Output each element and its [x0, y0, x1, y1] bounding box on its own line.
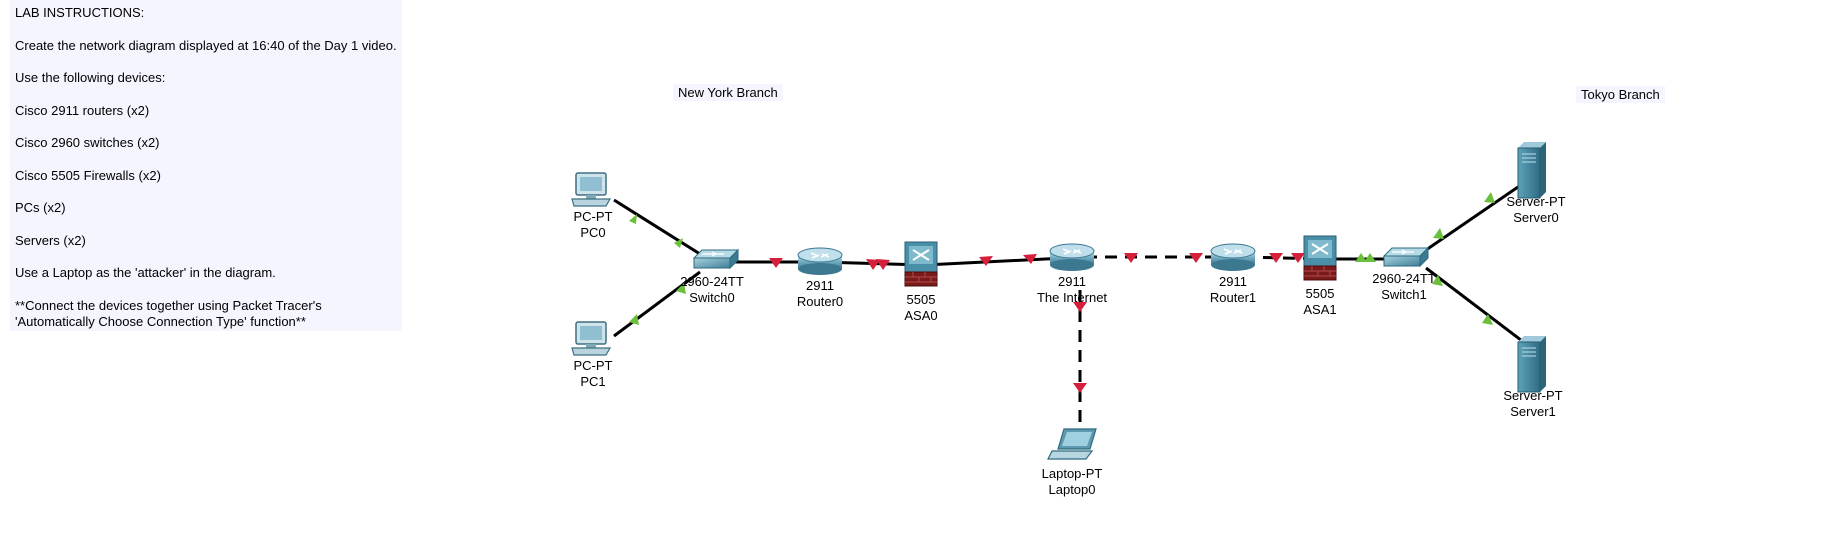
instructions-line: Cisco 5505 Firewalls (x2) — [15, 168, 161, 183]
device-name: Router0 — [797, 294, 843, 309]
link-up-indicator — [1364, 253, 1376, 262]
device-router1[interactable]: 2911 Router1 — [1210, 243, 1256, 305]
device-router0[interactable]: 2911 Router0 — [797, 247, 843, 309]
new-york-branch-label: New York Branch — [673, 84, 783, 101]
laptop-icon — [1047, 428, 1097, 460]
device-server0[interactable]: Server-PT Server0 — [1506, 141, 1566, 225]
device-name: ASA1 — [1303, 302, 1336, 317]
device-model: PC-PT — [574, 209, 613, 224]
link-switch1-server0[interactable] — [1425, 174, 1535, 252]
switch-icon — [693, 249, 739, 269]
instructions-line: Create the network diagram displayed at … — [15, 38, 397, 53]
link-down-indicator — [1189, 253, 1203, 263]
device-name: The Internet — [1037, 290, 1107, 305]
link-up-indicator — [1432, 275, 1443, 286]
link-down-indicator — [1023, 254, 1037, 264]
link-down-indicator — [1291, 253, 1305, 263]
link-up-indicator — [1482, 314, 1493, 325]
device-asa0[interactable]: 5505 ASA0 — [904, 241, 938, 323]
device-model: 2911 — [1058, 274, 1086, 289]
device-model: 2960-24TT — [680, 274, 744, 289]
link-down-indicator — [1269, 253, 1283, 263]
link-down-indicator — [1073, 302, 1087, 312]
instructions-line: Servers (x2) — [15, 233, 86, 248]
firewall-icon — [904, 241, 938, 287]
link-up-indicator — [674, 238, 683, 248]
device-name: Laptop0 — [1049, 482, 1096, 497]
link-down-indicator — [866, 259, 880, 270]
device-pc0[interactable]: PC-PT PC0 — [571, 172, 613, 240]
router-icon — [797, 247, 843, 276]
instructions-line: Use the following devices: — [15, 70, 166, 85]
device-model: PC-PT — [574, 358, 613, 373]
device-model: 5505 — [907, 292, 936, 307]
device-switch1[interactable]: 2960-24TT Switch1 — [1372, 247, 1436, 302]
link-pc0-switch0[interactable] — [613, 198, 701, 256]
switch-icon — [1383, 247, 1429, 267]
instructions-line: PCs (x2) — [15, 200, 66, 215]
device-name: PC1 — [580, 374, 605, 389]
link-up-indicator — [629, 314, 639, 325]
device-pc1[interactable]: PC-PT PC1 — [571, 321, 613, 389]
device-model: 2911 — [806, 278, 834, 293]
device-name: PC0 — [580, 225, 605, 240]
tokyo-branch-label: Tokyo Branch — [1576, 86, 1665, 103]
firewall-icon — [1303, 235, 1337, 281]
link-up-indicator — [629, 214, 637, 224]
server-icon — [1517, 335, 1547, 393]
lab-instructions-note: LAB INSTRUCTIONS: Create the network dia… — [10, 0, 402, 331]
device-switch0[interactable]: 2960-24TT Switch0 — [680, 249, 744, 305]
device-model: 2960-24TT — [1372, 271, 1436, 286]
instructions-line: Use a Laptop as the 'attacker' in the di… — [15, 265, 276, 280]
link-down-indicator — [1073, 383, 1087, 393]
device-name: ASA0 — [904, 308, 937, 323]
instructions-line: 'Automatically Choose Connection Type' f… — [15, 314, 306, 329]
instructions-line: Cisco 2960 switches (x2) — [15, 135, 160, 150]
link-up-indicator — [1355, 253, 1367, 262]
device-model: 5505 — [1306, 286, 1335, 301]
device-model: Server-PT — [1503, 388, 1562, 403]
link-up-indicator — [1433, 228, 1444, 239]
link-switch1-server1[interactable] — [1425, 266, 1535, 352]
instructions-line: Cisco 2911 routers (x2) — [15, 103, 150, 118]
instructions-title: LAB INSTRUCTIONS: — [15, 5, 145, 20]
router-icon — [1210, 243, 1256, 272]
server-icon — [1517, 141, 1547, 199]
device-server1[interactable]: Server-PT Server1 — [1503, 335, 1563, 419]
link-down-indicator — [979, 256, 993, 266]
link-up-indicator — [1484, 192, 1495, 203]
router-icon — [1049, 243, 1095, 272]
link-down-indicator — [769, 258, 783, 268]
link-status-indicators — [629, 192, 1495, 393]
device-name: Switch0 — [689, 290, 735, 305]
device-name: Switch1 — [1381, 287, 1427, 302]
device-asa1[interactable]: 5505 ASA1 — [1303, 235, 1337, 317]
pc-icon — [571, 172, 611, 207]
link-up-indicator — [676, 283, 686, 294]
device-model: Laptop-PT — [1042, 466, 1103, 481]
device-laptop0[interactable]: Laptop-PT Laptop0 — [1042, 428, 1103, 497]
link-pc1-switch0[interactable] — [613, 270, 701, 338]
link-down-indicator — [1124, 253, 1138, 263]
device-name: Router1 — [1210, 290, 1256, 305]
device-model: 2911 — [1219, 274, 1247, 289]
device-model: Server-PT — [1506, 194, 1565, 209]
device-name: Server0 — [1513, 210, 1559, 225]
device-name: Server1 — [1510, 404, 1556, 419]
device-internet[interactable]: 2911 The Internet — [1037, 243, 1107, 305]
link-down-indicator — [876, 259, 890, 270]
instructions-line: **Connect the devices together using Pac… — [15, 298, 322, 313]
pc-icon — [571, 321, 611, 356]
